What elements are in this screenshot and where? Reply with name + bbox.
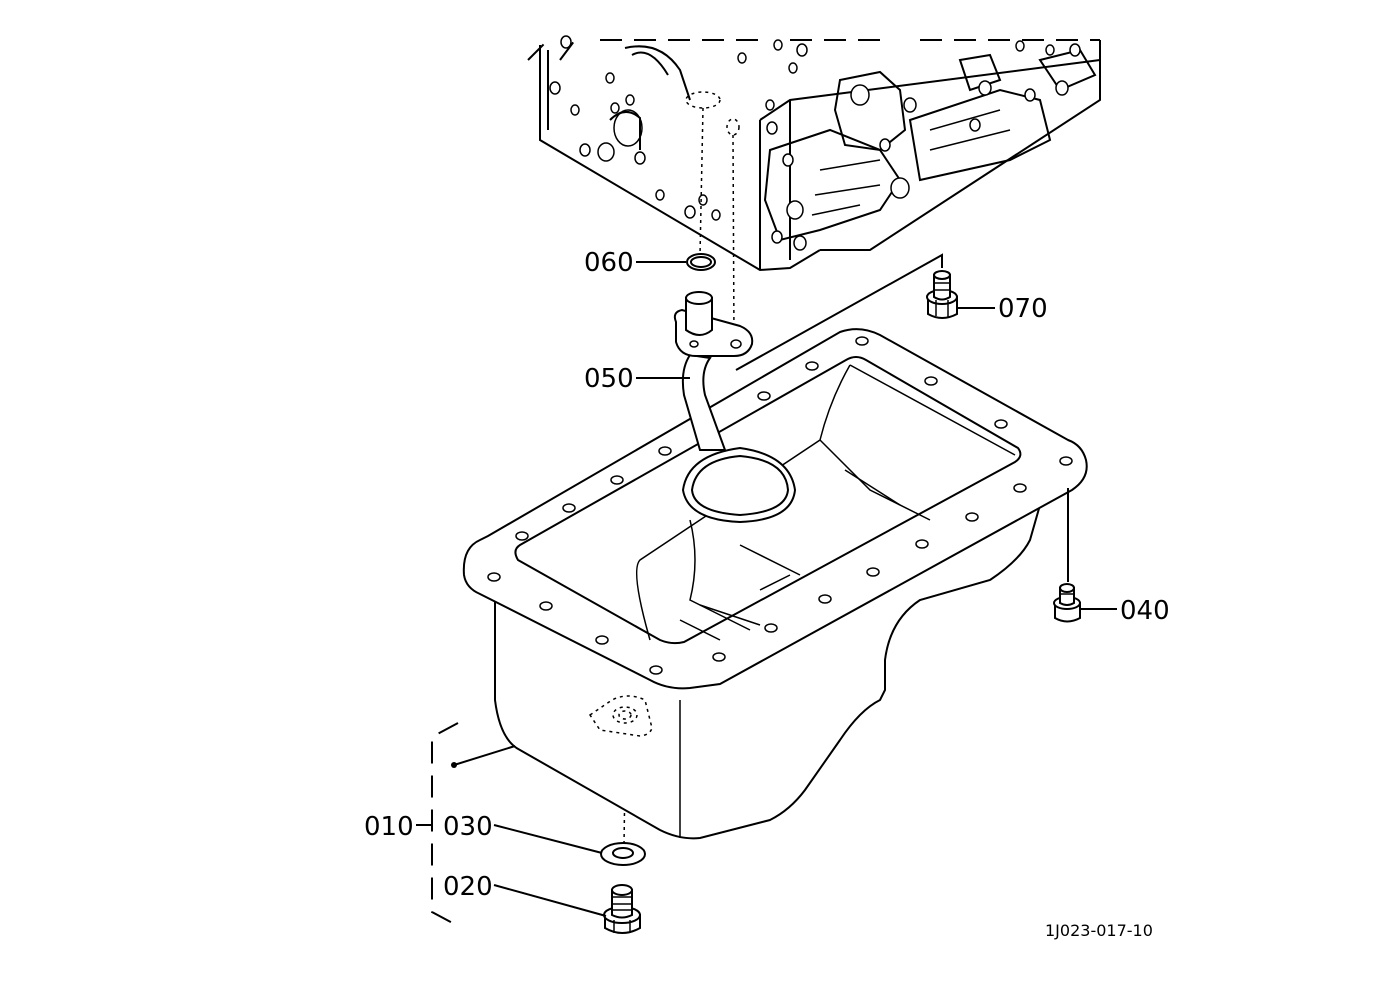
oil-pan — [462, 328, 1088, 840]
label-040: 040 — [1120, 596, 1170, 626]
diagram-reference-code: 1J023-017-10 — [1045, 921, 1153, 940]
part-labels: 060 050 070 040 010 030 020 1J023-017-10 — [364, 248, 1170, 940]
leader-lines — [416, 253, 1117, 927]
gasket — [600, 842, 646, 866]
label-010: 010 — [364, 812, 414, 842]
engine-block — [527, 35, 1101, 272]
bolt-070 — [926, 270, 958, 319]
label-070: 070 — [998, 294, 1048, 324]
label-030: 030 — [443, 812, 493, 842]
bolt-040 — [1053, 583, 1081, 623]
drain-plug — [603, 884, 641, 934]
o-ring — [686, 253, 716, 271]
label-050: 050 — [584, 364, 634, 394]
label-060: 060 — [584, 248, 634, 278]
label-020: 020 — [443, 872, 493, 902]
oil-strainer-pipe — [673, 291, 797, 524]
